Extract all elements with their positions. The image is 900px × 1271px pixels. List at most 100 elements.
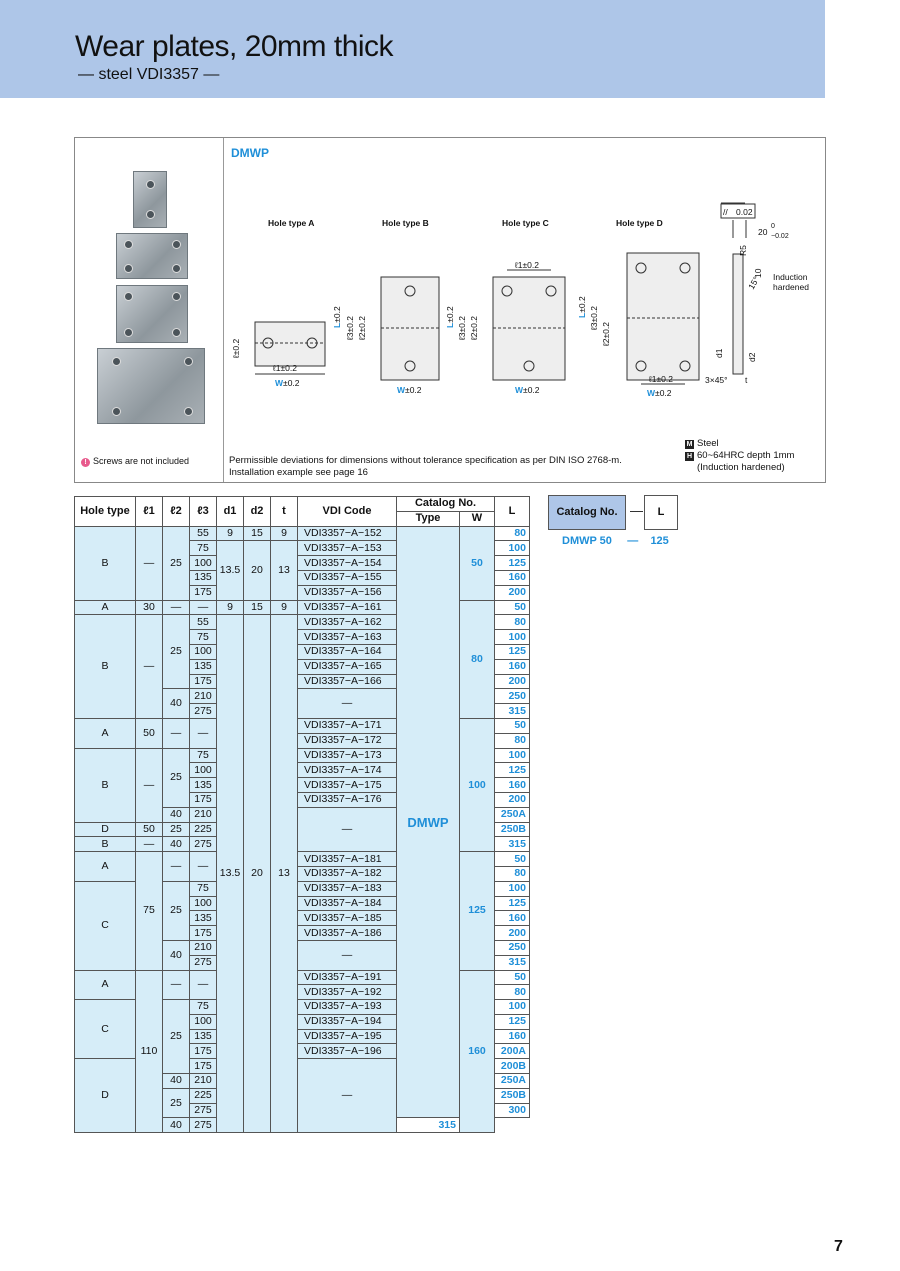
- table-cell: 100: [494, 747, 530, 764]
- hole-type-c-label: Hole type C: [502, 218, 549, 228]
- page-number: 7: [834, 1238, 843, 1255]
- table-cell: 210: [189, 1073, 217, 1089]
- table-header-cell: ℓ3: [189, 496, 217, 527]
- table-cell: VDI3357−A−156: [297, 584, 397, 601]
- table-cell: 15: [243, 599, 271, 616]
- table-cell: 275: [189, 1117, 217, 1134]
- table-cell: —: [297, 806, 397, 853]
- svg-text:ℓ2±0.2: ℓ2±0.2: [469, 316, 479, 341]
- table-cell: VDI3357−A−166: [297, 673, 397, 690]
- table-cell: —: [162, 717, 190, 749]
- table-cell: —: [189, 969, 217, 1001]
- table-cell: —: [135, 525, 163, 601]
- table-cell: VDI3357−A−186: [297, 925, 397, 941]
- table-cell: 160: [494, 777, 530, 793]
- table-cell: 80: [494, 614, 530, 631]
- table-header-cell: d1: [216, 496, 244, 527]
- table-cell: 315: [396, 1117, 460, 1134]
- table-cell: D: [74, 1058, 136, 1134]
- table-cell: VDI3357−A−183: [297, 880, 397, 897]
- svg-text:L±0.2: L±0.2: [332, 306, 342, 328]
- length-box: L: [644, 495, 678, 530]
- svg-text:R5: R5: [738, 245, 748, 256]
- svg-text:W±0.2: W±0.2: [275, 378, 300, 388]
- table-cell: 50: [494, 717, 530, 734]
- table-cell: 40: [162, 688, 190, 719]
- table-cell: 30: [135, 599, 163, 616]
- table-cell: 210: [189, 688, 217, 705]
- svg-text:0: 0: [771, 223, 775, 230]
- table-cell: 20: [243, 540, 271, 601]
- table-cell: 40: [162, 806, 190, 823]
- table-cell: 125: [494, 762, 530, 779]
- table-cell: 200: [494, 925, 530, 941]
- table-cell: VDI3357−A−195: [297, 1028, 397, 1045]
- table-cell: 175: [189, 1058, 217, 1075]
- table-cell: B: [74, 836, 136, 853]
- table-cell: 9: [270, 599, 298, 616]
- table-cell: 9: [270, 525, 298, 542]
- table-header-cell: W: [459, 510, 495, 527]
- table-cell: 135: [189, 569, 217, 586]
- table-cell: 75: [189, 999, 217, 1015]
- flatness-value: 0.02: [736, 207, 753, 217]
- table-cell: 80: [494, 525, 530, 542]
- table-cell: 20: [243, 614, 271, 1134]
- table-cell: B: [74, 747, 136, 823]
- table-cell: 25: [162, 999, 190, 1075]
- table-cell: 100: [459, 717, 495, 853]
- table-cell: 9: [216, 599, 244, 616]
- table-cell: 125: [494, 555, 530, 571]
- table-cell: 15: [243, 525, 271, 542]
- table-cell: 50: [494, 599, 530, 616]
- info-icon: !: [81, 458, 90, 467]
- table-cell: D: [74, 821, 136, 838]
- hole-type-d-drawing: [626, 252, 700, 385]
- table-cell: 160: [459, 969, 495, 1134]
- table-cell: 175: [189, 791, 217, 808]
- table-cell: 13.5: [216, 614, 244, 1134]
- table-cell: —: [189, 717, 217, 749]
- table-cell: 100: [189, 895, 217, 912]
- svg-text:ℓ1±0.2: ℓ1±0.2: [648, 374, 673, 384]
- table-cell: 75: [189, 880, 217, 897]
- table-cell: VDI3357−A−173: [297, 747, 397, 764]
- table-header-cell: Hole type: [74, 496, 136, 527]
- table-cell: VDI3357−A−171: [297, 717, 397, 734]
- svg-text:d1: d1: [714, 348, 724, 358]
- table-cell: 100: [189, 555, 217, 571]
- table-cell: 200: [494, 673, 530, 690]
- table-cell: 75: [189, 629, 217, 645]
- table-cell: 200A: [494, 1043, 530, 1060]
- hole-type-a-drawing: [254, 321, 326, 375]
- side-view-drawing: [720, 202, 756, 375]
- svg-text:W±0.2: W±0.2: [647, 388, 672, 398]
- catalog-no-box: Catalog No.: [548, 495, 626, 530]
- table-cell: 125: [494, 895, 530, 912]
- svg-text:L±0.2: L±0.2: [577, 296, 587, 318]
- order-example-code: DMWP 50 — 125: [562, 535, 669, 547]
- table-cell: 160: [494, 1028, 530, 1045]
- table-cell: C: [74, 999, 136, 1060]
- table-cell: —: [297, 688, 397, 719]
- svg-text:hardened: hardened: [773, 282, 809, 292]
- table-cell: A: [74, 969, 136, 1001]
- table-cell: 250B: [494, 821, 530, 838]
- table-cell: 175: [189, 925, 217, 941]
- table-cell: 100: [494, 880, 530, 897]
- table-cell: —: [162, 599, 190, 616]
- table-cell: VDI3357−A−194: [297, 1013, 397, 1030]
- table-cell: 75: [135, 851, 163, 971]
- table-header-cell: ℓ1: [135, 496, 163, 527]
- table-cell: 250A: [494, 806, 530, 823]
- product-photo: !Screws are not included: [75, 138, 224, 482]
- table-cell: 40: [162, 1073, 190, 1089]
- svg-text:ℓ1±0.2: ℓ1±0.2: [514, 260, 539, 270]
- table-cell: 100: [189, 1013, 217, 1030]
- material-badge: M: [685, 440, 694, 449]
- table-cell: 250A: [494, 1073, 530, 1089]
- svg-text:W±0.2: W±0.2: [397, 385, 422, 395]
- table-cell: —: [189, 851, 217, 882]
- table-cell: 100: [494, 540, 530, 557]
